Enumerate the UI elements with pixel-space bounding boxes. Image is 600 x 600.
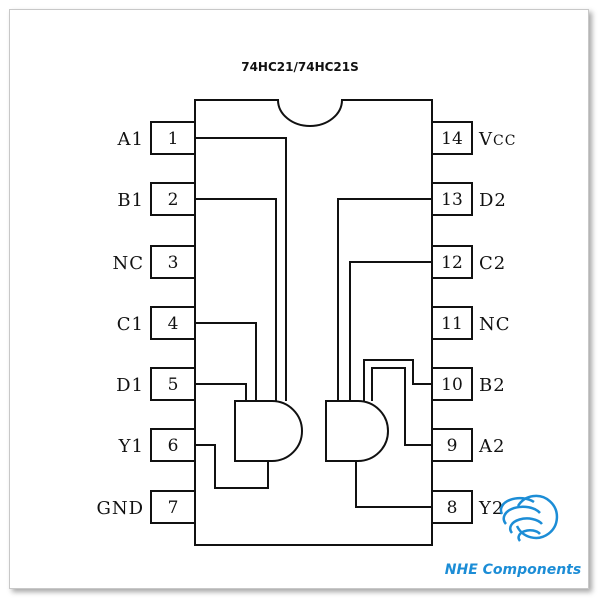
- pin-8: 8 Y2: [431, 490, 504, 524]
- pin-label: Y2: [478, 498, 504, 519]
- diagram-title: 74HC21/74HC21S: [241, 60, 359, 74]
- pin-11: 11 NC: [431, 306, 511, 340]
- pin-number: 13: [441, 190, 463, 210]
- pin-label: GND: [96, 498, 144, 519]
- pin-label: D1: [116, 375, 144, 396]
- pin-label: NC: [112, 253, 144, 274]
- pin-label: Y1: [118, 436, 144, 457]
- gate-1-wiring: [195, 137, 287, 489]
- pin-number: 6: [168, 436, 179, 456]
- pin-group: 1 A1 2 B1 3 NC 4 C1 5 D1: [96, 121, 516, 524]
- pin-6: 6 Y1: [118, 428, 196, 462]
- pin-label: C2: [479, 253, 506, 274]
- pin-1: 1 A1: [117, 121, 196, 155]
- pin-2: 2 B1: [117, 182, 196, 216]
- pin-number: 9: [447, 436, 458, 456]
- pin-number: 11: [441, 314, 463, 334]
- pin-label: VCC: [478, 129, 516, 150]
- pin-number: 10: [441, 375, 463, 395]
- pin-5: 5 D1: [116, 367, 196, 401]
- pin-9: 9 A2: [431, 428, 505, 462]
- pin-label: C1: [117, 314, 144, 335]
- nhe-logo-icon: [499, 494, 559, 542]
- pin-number: 12: [441, 253, 463, 273]
- gate-2-wiring: [337, 198, 432, 508]
- pin-label: D2: [479, 190, 507, 211]
- pin-number: 2: [168, 190, 179, 210]
- pin-label: A1: [117, 129, 144, 150]
- pin-number: 5: [168, 375, 179, 395]
- pin-label: B1: [117, 190, 144, 211]
- pin-3: 3 NC: [112, 245, 196, 279]
- pin-number: 14: [441, 129, 463, 149]
- pin-14: 14 VCC: [431, 121, 516, 155]
- pin-label: B2: [479, 375, 506, 396]
- pin-number: 1: [168, 129, 179, 149]
- pin-number: 3: [168, 253, 179, 273]
- pin-10: 10 B2: [431, 367, 506, 401]
- and-gate-1: [234, 400, 303, 462]
- pin-label: A2: [478, 436, 505, 457]
- pin-number: 4: [168, 314, 179, 334]
- pin-12: 12 C2: [431, 245, 506, 279]
- pin-7: 7 GND: [96, 490, 196, 524]
- pin-number: 8: [447, 498, 458, 518]
- and-gate-2: [325, 400, 389, 462]
- pin-number: 7: [168, 498, 179, 518]
- pin-13: 13 D2: [431, 182, 507, 216]
- pin-label: NC: [479, 314, 511, 335]
- pin-4: 4 C1: [117, 306, 196, 340]
- brand-logo-text: NHE Components: [445, 562, 581, 578]
